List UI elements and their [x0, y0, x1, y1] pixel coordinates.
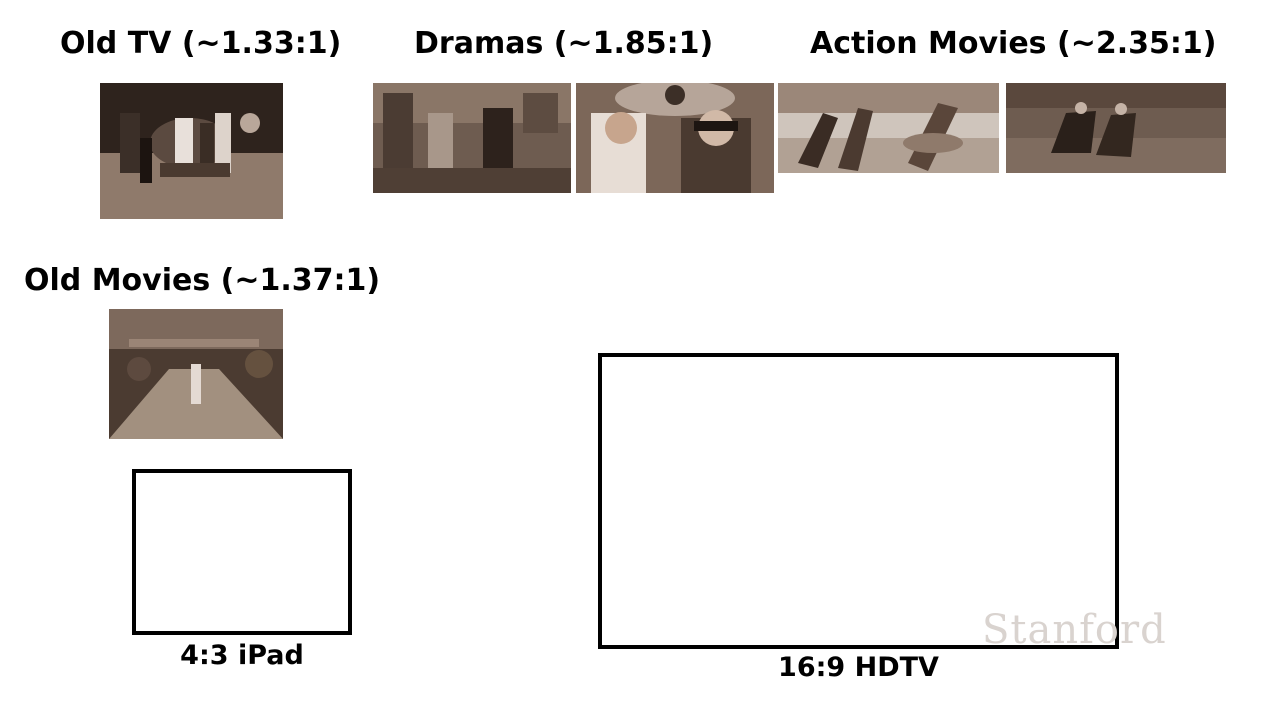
stanford-watermark: Stanford	[982, 607, 1167, 653]
old-tv-still-image	[100, 83, 283, 219]
hdtv-label: 16:9 HDTV	[778, 652, 939, 683]
drama-still-image-2	[576, 83, 774, 193]
dramas-title: Dramas (~1.85:1)	[414, 26, 714, 61]
action-still-image-1	[778, 83, 999, 173]
old-movies-title: Old Movies (~1.37:1)	[24, 263, 381, 298]
old-movies-still-image	[109, 309, 283, 439]
hdtv-aspect-frame	[598, 353, 1119, 649]
action-movies-title: Action Movies (~2.35:1)	[810, 26, 1217, 61]
drama-still-image-1	[373, 83, 571, 193]
action-still-image-2	[1006, 83, 1226, 173]
ipad-label: 4:3 iPad	[180, 640, 304, 671]
old-tv-title: Old TV (~1.33:1)	[60, 26, 342, 61]
ipad-aspect-frame	[132, 469, 352, 635]
